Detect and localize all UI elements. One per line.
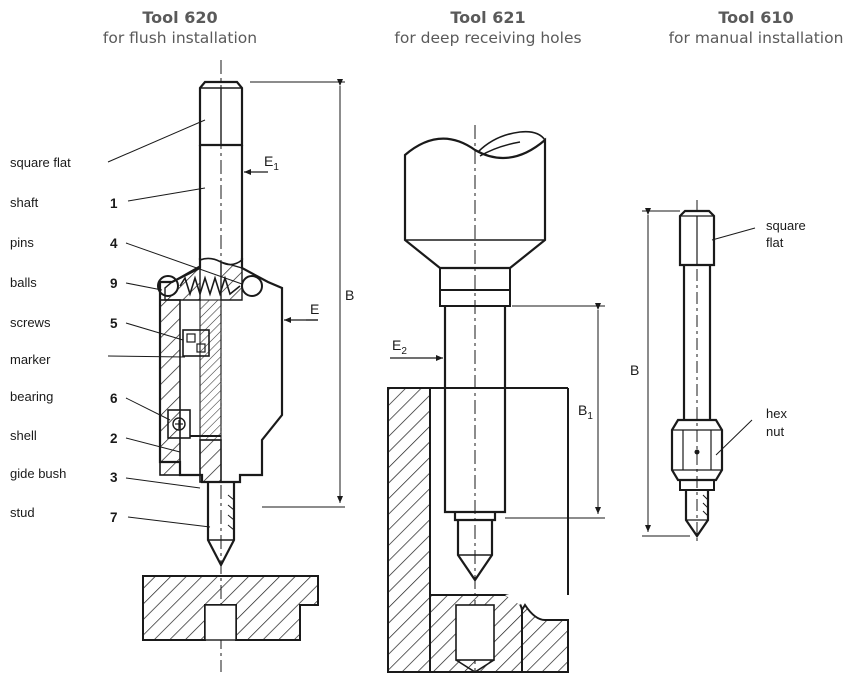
tool-621-drawing: E2 B1 [387,125,605,673]
label-nut: nut [766,424,784,439]
dim-e1-letter: E [264,153,273,169]
part-number-1: 1 [110,196,118,211]
dim-b-610: B [630,362,639,378]
label-stud: stud [10,505,35,520]
tool-610-title: Tool 610 [718,8,794,27]
label-square: square [766,218,806,233]
part-number-2: 2 [110,431,118,446]
part-number-9: 9 [110,276,118,291]
label-marker: marker [10,352,51,367]
dim-e2-sub: 2 [401,346,407,357]
heading-tool-620: Tool 620 for flush installation [60,8,300,48]
part-number-4: 4 [110,236,118,251]
label-shell: shell [10,428,37,443]
dim-e2-letter: E [392,337,401,353]
dim-e1: E1 [264,153,279,173]
label-screws: screws [10,315,51,330]
tool-620-subtitle: for flush installation [102,29,258,47]
label-square-flat: square flat [10,155,71,170]
dim-e: E [310,301,319,317]
tool-621-subtitle: for deep receiving holes [394,29,582,47]
label-gide-bush: gide bush [10,466,66,481]
heading-tool-621: Tool 621 for deep receiving holes [368,8,608,48]
part-number-7: 7 [110,510,118,525]
tool-621-title: Tool 621 [450,8,526,27]
dim-e2: E2 [392,337,407,357]
part-number-3: 3 [110,470,118,485]
label-hex: hex [766,406,787,421]
part-number-6: 6 [110,391,118,406]
dim-b1: B1 [578,402,593,422]
heading-tool-610: Tool 610 for manual installation [648,8,864,48]
dim-b1-sub: 1 [587,411,593,422]
dim-b-620: B [345,287,354,303]
part-number-5: 5 [110,316,118,331]
tool-620-drawing: square flat shaft pins balls screws mark… [10,60,354,672]
label-shaft: shaft [10,195,39,210]
label-pins: pins [10,235,34,250]
dim-e1-sub: 1 [273,162,279,173]
label-balls: balls [10,275,37,290]
label-flat: flat [766,235,784,250]
dim-b1-letter: B [578,402,587,418]
label-bearing: bearing [10,389,53,404]
tool-620-title: Tool 620 [142,8,218,27]
tool-610-drawing: square flat hex nut B [630,200,806,545]
tool-610-subtitle: for manual installation [668,29,844,47]
